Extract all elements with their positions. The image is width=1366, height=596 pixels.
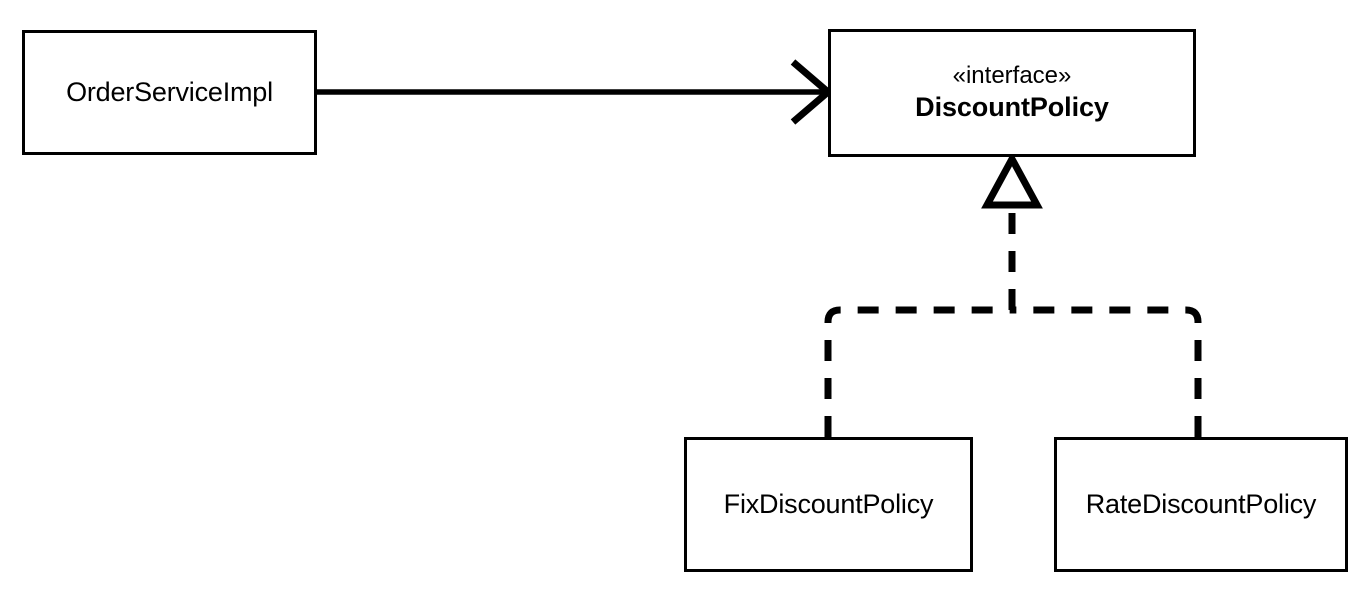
class-box-order-service-impl[interactable]: OrderServiceImpl (22, 30, 317, 155)
realization-tree[interactable] (824, 151, 1202, 437)
stereotype-label: «interface» (952, 62, 1072, 90)
realization-branch-fix[interactable] (824, 306, 1012, 437)
class-box-discount-policy[interactable]: «interface» DiscountPolicy (828, 29, 1196, 157)
realization-branch-rate[interactable] (1012, 306, 1202, 437)
class-name-label: OrderServiceImpl (66, 77, 273, 108)
interface-name-label: DiscountPolicy (915, 91, 1109, 122)
association-order-to-discount[interactable] (317, 59, 834, 125)
class-box-fix-discount-policy[interactable]: FixDiscountPolicy (684, 437, 973, 572)
hollow-triangle-icon (981, 151, 1043, 209)
class-name-label: RateDiscountPolicy (1085, 489, 1317, 520)
class-name-label: FixDiscountPolicy (723, 489, 934, 520)
class-box-rate-discount-policy[interactable]: RateDiscountPolicy (1054, 437, 1348, 572)
